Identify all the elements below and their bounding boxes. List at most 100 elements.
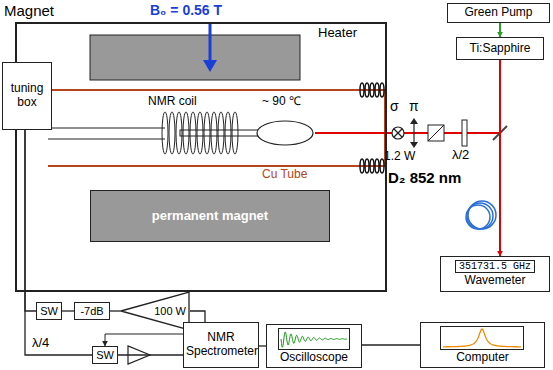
box-label: permanent magnet	[152, 209, 268, 224]
temperature-label: ~ 90 ℃	[262, 95, 301, 108]
cell-stem	[180, 130, 258, 136]
attenuator-box: -7dB	[74, 302, 110, 320]
polarizer-cube	[428, 125, 444, 141]
optic-label: λ/2	[452, 148, 469, 162]
laser-beam	[499, 23, 501, 37]
box-label: SW	[96, 349, 114, 362]
power-amplifier: 100 W	[120, 291, 190, 331]
coil-winding	[197, 112, 203, 154]
permanent-magnet: permanent magnet	[90, 190, 330, 242]
polarization-out-of-plane	[392, 127, 404, 139]
wavemeter-box: 351731.5 GHzWavemeter	[440, 256, 550, 292]
part-label: Heater	[318, 26, 357, 40]
box-label: -7dB	[80, 305, 103, 318]
field-arrowhead	[203, 60, 217, 72]
coil-winding	[218, 112, 224, 154]
polarization-label: σ	[390, 99, 399, 114]
heater-winding	[365, 159, 369, 173]
laser-beam	[315, 132, 500, 134]
frequency-readout: 351731.5 GHz	[455, 260, 535, 274]
polarization-arrowhead	[410, 142, 418, 148]
box-label: NMR Spectrometer	[186, 331, 256, 359]
signal-wire	[118, 354, 183, 355]
polarizer-diagonal	[428, 125, 444, 141]
box-label: SW	[40, 305, 58, 318]
coil-winding	[176, 112, 182, 154]
signal-wire	[190, 311, 205, 322]
cu-tube-wall	[48, 165, 385, 167]
polarization-arrowhead	[410, 118, 418, 124]
part-label: Cu Tube	[262, 168, 307, 181]
box-label: Green Pump	[464, 6, 532, 20]
upper-magnet-block	[90, 35, 300, 80]
power-label: 1.2 W	[384, 150, 415, 163]
fid-signal	[281, 332, 347, 347]
polarization-cross	[394, 129, 402, 137]
magnet-housing: permanent magnetMagnet	[15, 22, 387, 292]
polarization-cross	[394, 129, 402, 137]
box-label: Ti:Sapphire	[470, 42, 531, 56]
fiber-loop	[467, 203, 493, 229]
heater-winding	[375, 83, 379, 97]
signal-wire	[362, 344, 420, 345]
cu-tube-wall	[48, 89, 385, 91]
switch-box: SW	[92, 346, 118, 364]
oscilloscope-box: Oscilloscope	[266, 324, 362, 368]
coil-winding	[232, 112, 238, 154]
optical-fiber	[466, 201, 496, 229]
field-label: B₀ = 0.56 T	[150, 3, 222, 18]
fiber-loop	[466, 205, 490, 229]
box-label: Oscilloscope	[280, 351, 348, 365]
heater-winding	[375, 159, 379, 173]
switch-box: SW	[36, 302, 62, 320]
coil-winding	[225, 112, 231, 154]
pump-laser-box: Green Pump	[447, 3, 550, 23]
heater-winding	[365, 83, 369, 97]
tuning-box: tuning box	[2, 62, 52, 130]
heater-winding	[370, 159, 374, 173]
coil-winding	[169, 112, 175, 154]
screen-frame	[441, 327, 524, 350]
heater-winding	[370, 83, 374, 97]
signal-wire	[259, 345, 266, 346]
nmr-coil	[162, 112, 238, 154]
line-label: λ/4	[32, 336, 49, 350]
polarization-in-plane	[413, 121, 414, 145]
coil-winding	[211, 112, 217, 154]
signal-wire	[25, 130, 92, 355]
spectrum-peak	[443, 329, 521, 347]
heater-winding	[360, 159, 364, 173]
heater-winding	[380, 83, 384, 97]
amplifier-triangle	[121, 292, 189, 330]
heater-winding	[380, 159, 384, 173]
coil-wire	[48, 127, 165, 128]
coil-winding	[162, 112, 168, 154]
coil-wire	[48, 138, 165, 139]
box-label: tuning box	[5, 82, 49, 110]
box-label: Computer	[456, 351, 509, 365]
computer-screen	[440, 326, 524, 350]
coil-winding	[204, 112, 210, 154]
vapor-cell	[257, 121, 313, 145]
signal-wire	[110, 310, 120, 311]
signal-wire	[62, 310, 74, 311]
screen-frame	[279, 329, 350, 350]
computer-box: Computer	[420, 322, 545, 368]
polarization-label: π	[409, 99, 419, 114]
heater-winding	[360, 83, 364, 97]
coil-winding	[183, 112, 189, 154]
box-label: 100 W	[154, 305, 186, 318]
heater-coil	[360, 83, 384, 173]
housing-heading: Magnet	[4, 2, 54, 19]
oscilloscope-screen	[278, 328, 350, 350]
laser-box: Ti:Sapphire	[456, 37, 544, 60]
spectrometer-box: NMR Spectrometer	[183, 322, 259, 368]
signal-wire	[105, 334, 183, 346]
wavelength-label: D₂ 852 nm	[388, 170, 461, 187]
signal-wire	[25, 130, 36, 311]
box-label: Wavemeter	[465, 274, 526, 288]
coil-winding	[190, 112, 196, 154]
half-wave-plate	[462, 120, 467, 146]
part-label: NMR coil	[148, 95, 197, 108]
